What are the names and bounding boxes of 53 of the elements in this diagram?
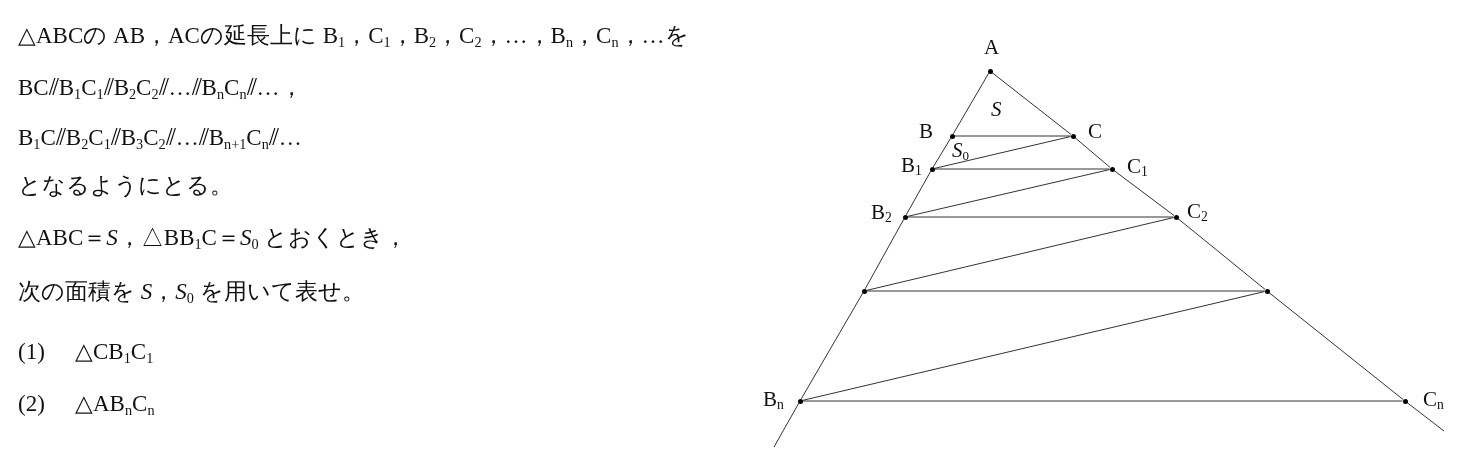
point-dot [949,133,955,139]
point-label: A [984,37,1000,58]
point-label: C$_{1}$ [1127,156,1148,180]
area-label: S$_{0}$ [952,140,969,163]
line-segment [864,218,905,290]
point-dot [902,214,908,220]
point-dot [1264,288,1270,294]
point-label: C$_{n}$ [1423,389,1444,413]
line-segment [952,72,990,135]
point-dot [1109,166,1115,172]
point-dot [987,68,993,74]
problem-text: △AB$_{n}$C$_{n}$ [75,392,155,417]
line-segment [933,136,1072,169]
line-segment [954,135,1071,137]
point-dot [929,166,935,172]
line-segment [907,216,1174,218]
line-segment [802,400,1403,402]
question-number: (2) [18,392,45,415]
problem-text: となるようにとる。 [18,174,233,197]
line-segment [1406,402,1445,432]
point-dot [861,288,867,294]
problem-text: 次の面積を S，S$_{0}$ を用いて表せ。 [18,280,365,305]
point-label: B$_{n}$ [763,389,784,413]
line-segment [865,217,1175,291]
line-segment [906,169,1111,217]
line-segment [934,168,1110,170]
area-label: S [991,99,1002,120]
point-label: C$_{2}$ [1187,201,1208,225]
point-label: B$_{1}$ [901,155,922,179]
line-segment [800,292,864,400]
point-dot [1402,398,1408,404]
point-dot [1173,214,1179,220]
line-segment [1177,218,1266,290]
line-segment [991,72,1072,135]
line-segment [801,291,1266,401]
line-segment [866,290,1265,292]
point-dot [1070,133,1076,139]
line-segment [1074,137,1111,168]
point-label: B$_{2}$ [871,202,892,226]
point-label: C [1088,121,1102,142]
question-number: (1) [18,340,45,363]
line-segment [773,402,800,448]
problem-text: △ABCの AB，ACの延長上に B$_{1}$，C$_{1}$，B$_{2}$，C$_{2}$，…，B$_{n}$，C$_{n}$，…を [18,24,689,49]
problem-text: B$_{1}$C⫽B$_{2}$C$_{1}$⫽B$_{3}$C$_{2}$⫽…⫽B$_{n+1}$C$_{n}$⫽… [18,126,302,151]
point-dot [797,398,803,404]
line-segment [1268,292,1404,400]
problem-text: △CB$_{1}$C$_{1}$ [75,340,154,365]
problem-text: BC⫽B$_{1}$C$_{1}$⫽B$_{2}$C$_{2}$⫽…⫽B$_{n}$C$_{n}$⫽…， [18,76,303,101]
line-segment [905,170,932,216]
problem-text: △ABC＝S，△BB$_{1}$C＝S$_{0}$ とおくとき， [18,226,408,251]
point-label: B [919,121,933,142]
line-segment [932,137,952,168]
line-segment [1113,170,1175,216]
